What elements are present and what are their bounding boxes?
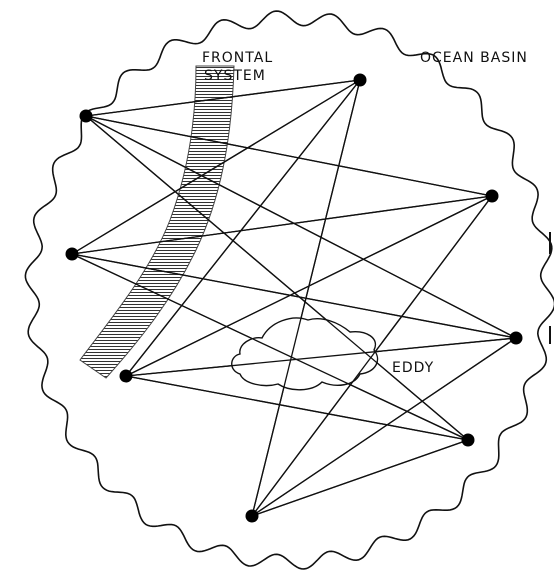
ray-path-n4-n5	[251, 79, 361, 517]
ray-path-n2-n7	[71, 253, 517, 339]
eddy-label: EDDY	[392, 360, 434, 376]
ray-paths-overlay	[71, 79, 517, 517]
ray-path-n3-n7	[125, 337, 517, 377]
eddy-outline	[231, 317, 379, 391]
ray-path-n1-n6	[85, 115, 493, 197]
ray-path-n3-n5	[125, 79, 361, 377]
ray-path-n3-n8	[125, 375, 469, 441]
ray-path-n1-n7	[85, 115, 517, 339]
ray-path-n4-n6	[251, 195, 493, 517]
transceiver-nodes	[65, 73, 523, 523]
transceiver-7	[509, 331, 523, 345]
transceiver-8	[461, 433, 475, 447]
edge-mark-bottom	[549, 326, 551, 344]
ray-path-n2-n8	[71, 253, 469, 441]
edge-mark-top	[549, 232, 551, 254]
ray-path-n4-n8	[251, 439, 469, 517]
frontal-system-band	[79, 65, 235, 379]
ray-path-n1-n5	[85, 79, 361, 117]
transceiver-4	[245, 509, 259, 523]
ray-path-n1-n8	[85, 115, 469, 441]
frontal-system-label-line1: FRONTAL	[202, 50, 273, 66]
ray-path-n4-n7	[251, 337, 517, 517]
transceiver-1	[79, 109, 93, 123]
transceiver-2	[65, 247, 79, 261]
frontal-system-label-line2: SYSTEM	[204, 68, 266, 84]
ray-path-n2-n6	[71, 195, 493, 255]
ocean-basin-boundary	[24, 10, 554, 570]
ray-path-n2-n5	[71, 79, 361, 255]
transceiver-5	[353, 73, 367, 87]
transceiver-6	[485, 189, 499, 203]
transceiver-3	[119, 369, 133, 383]
ocean-basin-label: OCEAN BASIN	[420, 50, 528, 66]
